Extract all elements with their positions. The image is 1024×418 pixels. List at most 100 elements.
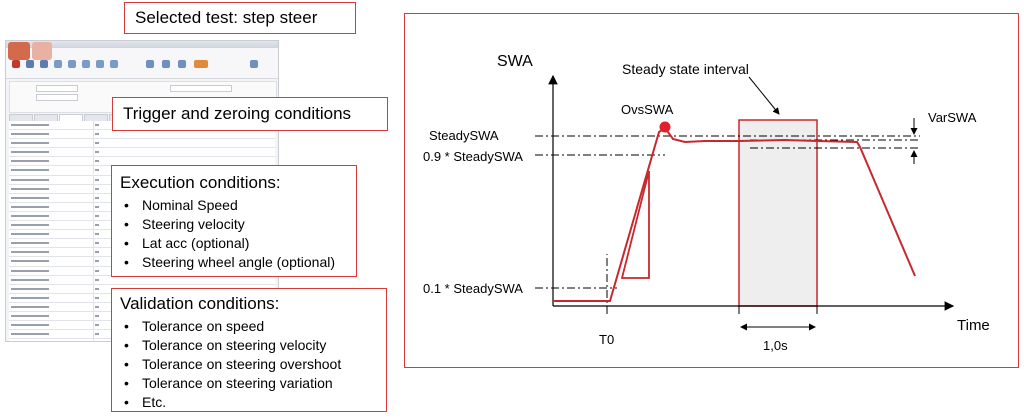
parameter-value	[95, 233, 99, 236]
t0-label: T0	[599, 332, 614, 347]
selected-test-callout: Selected test: step steer	[124, 2, 356, 34]
execution-item: Steering wheel angle (optional)	[120, 253, 348, 272]
toolbar-icon	[40, 60, 48, 68]
column-divider	[93, 184, 94, 193]
parameter-value	[95, 214, 99, 217]
column-divider	[93, 293, 94, 302]
parameter-name	[11, 296, 49, 299]
toolbar-icon	[82, 60, 90, 68]
execution-callout: Execution conditions: Nominal Speed Stee…	[111, 165, 357, 277]
toolbar-icon	[110, 60, 118, 68]
parameter-value	[95, 196, 99, 199]
parameter-name	[11, 251, 49, 254]
toolbar-icon	[68, 60, 76, 68]
parameter-value	[95, 142, 99, 145]
validation-item: Etc.	[120, 393, 378, 412]
settings-field	[36, 94, 78, 101]
parameter-name	[11, 314, 49, 317]
column-divider	[93, 284, 94, 293]
column-divider	[93, 248, 94, 257]
column-divider	[93, 330, 94, 339]
column-divider	[93, 211, 94, 220]
ninety-percent-label: 0.9 * SteadySWA	[423, 149, 523, 164]
column-divider	[93, 230, 94, 239]
ten-percent-label: 0.1 * SteadySWA	[423, 281, 523, 296]
parameter-value	[95, 314, 99, 317]
overshoot-marker	[659, 121, 671, 133]
parameter-name	[11, 278, 49, 281]
toolbar-icon	[96, 60, 104, 68]
var-swa-label: VarSWA	[928, 110, 977, 125]
y-axis-label: SWA	[497, 53, 533, 70]
execution-item: Lat acc (optional)	[120, 234, 348, 253]
column-divider	[93, 121, 94, 129]
parameter-name	[11, 205, 49, 208]
parameter-name	[11, 142, 49, 145]
parameter-value	[95, 278, 99, 281]
step-steer-diagram: SWA Time Steady state interval OvsSWA St…	[404, 13, 1019, 368]
column-divider	[93, 221, 94, 230]
steering-ramp-triangle	[620, 170, 650, 279]
parameter-row	[9, 275, 275, 285]
parameter-value	[95, 133, 99, 136]
app-logo	[8, 42, 30, 60]
x-axis-label: Time	[957, 317, 990, 334]
parameter-row	[9, 148, 275, 158]
parameter-name	[11, 287, 49, 290]
column-divider	[93, 193, 94, 202]
parameter-value	[95, 187, 99, 190]
parameter-name	[11, 196, 49, 199]
column-divider	[93, 157, 94, 166]
parameter-name	[11, 160, 49, 163]
validation-item: Tolerance on steering variation	[120, 374, 378, 393]
overshoot-label: OvsSWA	[621, 102, 674, 117]
parameter-name	[11, 151, 49, 154]
parameter-value	[95, 287, 99, 290]
execution-title: Execution conditions:	[120, 173, 281, 192]
swa-signal-curve	[553, 126, 916, 302]
parameter-value	[95, 178, 99, 181]
column-divider	[93, 275, 94, 284]
parameter-name	[11, 333, 49, 336]
settings-field	[170, 85, 232, 92]
parameter-value	[95, 151, 99, 154]
column-divider	[93, 302, 94, 311]
column-divider	[93, 202, 94, 211]
parameter-name	[11, 214, 49, 217]
duration-label: 1,0s	[763, 338, 788, 353]
column-divider	[93, 311, 94, 320]
column-divider	[93, 239, 94, 248]
trigger-callout: Trigger and zeroing conditions	[112, 97, 388, 131]
parameter-value	[95, 242, 99, 245]
validation-callout: Validation conditions: Tolerance on spee…	[111, 288, 387, 412]
column-divider	[93, 148, 94, 157]
toolbar-icon	[26, 60, 34, 68]
parameter-value	[95, 160, 99, 163]
parameter-name	[11, 133, 49, 136]
validation-item: Tolerance on steering velocity	[120, 336, 378, 355]
column-divider	[93, 139, 94, 148]
validation-item: Tolerance on speed	[120, 317, 378, 336]
parameter-value	[95, 124, 99, 126]
parameter-name	[11, 260, 49, 263]
parameter-name	[11, 169, 49, 172]
parameter-value	[95, 260, 99, 263]
parameter-value	[95, 169, 99, 172]
parameter-name	[11, 187, 49, 190]
execution-item: Steering velocity	[120, 215, 348, 234]
validation-item: Tolerance on steering overshoot	[120, 355, 378, 374]
toolbar-icon	[12, 60, 20, 68]
execution-list: Nominal Speed Steering velocity Lat acc …	[120, 196, 348, 272]
parameter-name	[11, 269, 49, 272]
toolbar-icon	[250, 60, 258, 68]
parameter-name	[11, 233, 49, 236]
toolbar-icon	[194, 60, 208, 68]
column-divider	[93, 257, 94, 266]
parameter-value	[95, 324, 99, 327]
parameter-value	[95, 333, 99, 336]
parameter-value	[95, 251, 99, 254]
parameter-row	[9, 130, 275, 140]
steady-state-label: Steady state interval	[622, 61, 749, 77]
parameter-value	[95, 296, 99, 299]
parameter-name	[11, 305, 49, 308]
